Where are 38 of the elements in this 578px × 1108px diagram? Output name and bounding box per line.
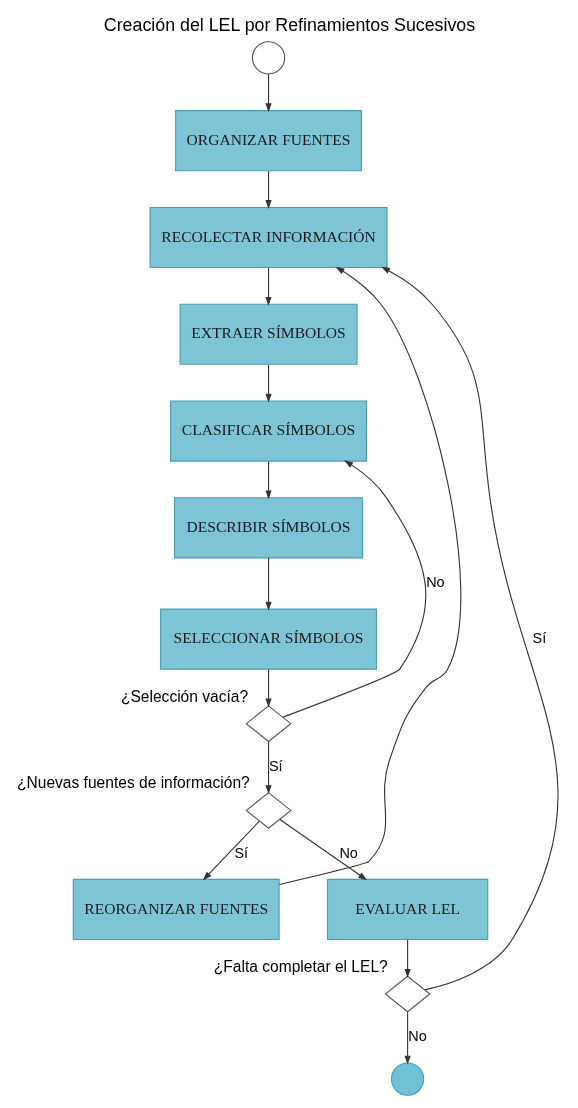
node-diamond xyxy=(244,705,292,743)
edge-label: Sí xyxy=(268,757,283,774)
node-label: ¿Falta completar el LEL? xyxy=(213,957,388,975)
node-box: DESCRIBIR SÍMBOLOS xyxy=(173,497,363,559)
arrow xyxy=(264,461,272,500)
node-box: REORGANIZAR FUENTES xyxy=(72,878,280,941)
arrow xyxy=(278,266,461,886)
arrow xyxy=(278,818,367,881)
node-box: ORGANIZAR FUENTES xyxy=(174,110,362,172)
arrow xyxy=(264,73,272,113)
node-circle xyxy=(390,1062,424,1096)
edge-label: No xyxy=(407,1028,427,1045)
node-diamond xyxy=(244,791,292,829)
arrow xyxy=(380,266,559,991)
edge-label: Sí xyxy=(233,844,248,861)
edge-label: Sí xyxy=(532,629,546,646)
arrow xyxy=(404,939,411,978)
arrow xyxy=(264,170,272,209)
node-box: CLASIFICAR SÍMBOLOS xyxy=(169,400,367,462)
node-diamond xyxy=(383,975,431,1013)
arrow xyxy=(264,267,272,306)
node-label: ¿Nuevas fuentes de información? xyxy=(16,774,250,792)
arrow xyxy=(264,740,272,795)
node-box: EXTRAER SÍMBOLOS xyxy=(179,303,358,365)
arrow xyxy=(282,460,426,718)
node-circle xyxy=(251,41,285,75)
edge-label: No xyxy=(338,844,358,861)
arrow xyxy=(202,820,260,881)
node-box: EVALUAR LEL xyxy=(326,878,488,941)
node-box: SELECCIONAR SÍMBOLOS xyxy=(159,608,377,670)
arrow xyxy=(404,1011,411,1065)
node-label: ¿Selección vacía? xyxy=(120,687,248,705)
diagram-title: Creación del LEL por Refinamientos Sucesivos xyxy=(103,15,475,36)
node-box: RECOLECTAR INFORMACIÓN xyxy=(149,206,388,269)
arrow xyxy=(264,557,272,611)
arrow xyxy=(264,668,272,708)
edge-label: No xyxy=(425,574,445,591)
arrow xyxy=(264,364,272,403)
